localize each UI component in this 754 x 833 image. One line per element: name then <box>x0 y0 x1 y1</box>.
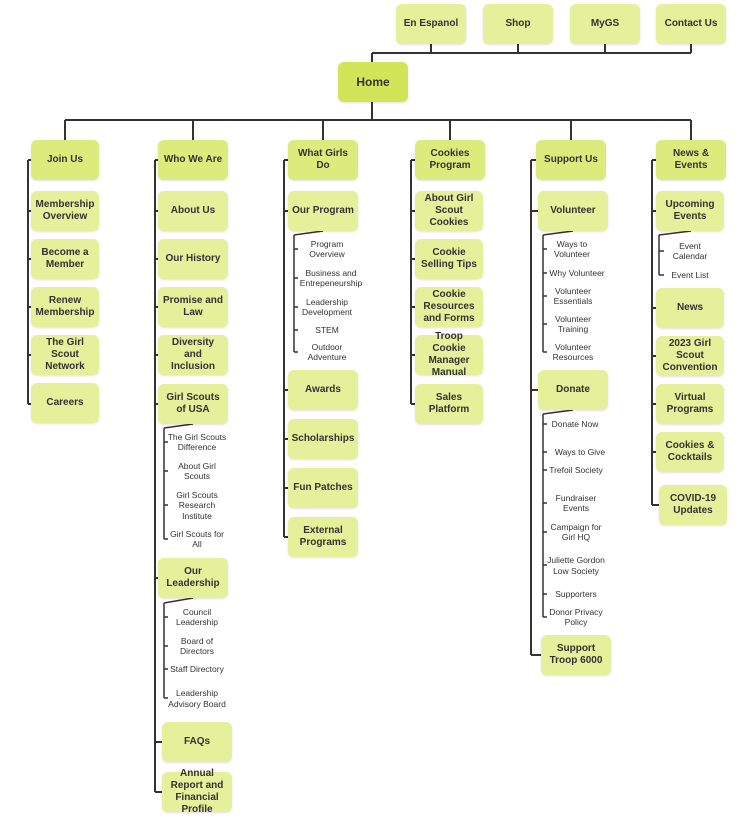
diversity-inclusion-node[interactable]: Diversity and Inclusion <box>158 335 228 375</box>
about-girl-scout-cookies-node[interactable]: About Girl Scout Cookies <box>415 191 483 231</box>
cookies-program-node[interactable]: Cookies Program <box>415 140 485 180</box>
supporters-item[interactable]: Supporters <box>555 588 597 599</box>
leadership-advisory-board-item[interactable]: Leadership Advisory Board <box>168 688 226 709</box>
board-of-directors-item[interactable]: Board of Directors <box>179 635 214 657</box>
why-volunteer-item[interactable]: Why Volunteer <box>549 267 605 278</box>
our-history-node[interactable]: Our History <box>158 239 228 279</box>
faqs-node[interactable]: FAQs <box>162 722 232 762</box>
donate-node[interactable]: Donate <box>538 370 608 410</box>
cookie-resources-node[interactable]: Cookie Resources and Forms <box>415 287 483 327</box>
careers-node[interactable]: Careers <box>31 383 99 423</box>
leadership-development-item[interactable]: Leadership Development <box>301 296 353 318</box>
donor-privacy-policy-item[interactable]: Donor Privacy Policy <box>549 606 603 628</box>
external-programs-node[interactable]: External Programs <box>288 517 358 557</box>
business-entrepeneurship-item[interactable]: Business and Entrepeneurship <box>299 267 363 289</box>
our-program-node[interactable]: Our Program <box>288 191 358 231</box>
about-us-node[interactable]: About Us <box>158 191 228 231</box>
renew-membership-node[interactable]: Renew Membership <box>31 287 99 327</box>
event-list-item[interactable]: Event List <box>671 269 709 280</box>
who-we-are-node[interactable]: Who We Are <box>158 140 228 180</box>
virtual-programs-node[interactable]: Virtual Programs <box>656 384 724 424</box>
support-us-node[interactable]: Support Us <box>536 140 606 180</box>
about-girl-scouts-item[interactable]: About Girl Scouts <box>178 460 216 482</box>
promise-and-law-node[interactable]: Promise and Law <box>158 287 228 327</box>
girl-scouts-for-all-item[interactable]: Girl Scouts for All <box>170 528 224 550</box>
girl-scout-network-node[interactable]: The Girl Scout Network <box>31 335 99 375</box>
girl-scouts-difference-item[interactable]: The Girl Scouts Difference <box>167 431 227 453</box>
girl-scouts-usa-node[interactable]: Girl Scouts of USA <box>158 384 228 424</box>
what-girls-do-node[interactable]: What Girls Do <box>288 140 358 180</box>
join-us-node[interactable]: Join Us <box>31 140 99 180</box>
girl-scouts-research-item[interactable]: Girl Scouts Research Institute <box>176 489 218 521</box>
support-troop-6000-node[interactable]: Support Troop 6000 <box>541 635 611 675</box>
our-leadership-node[interactable]: Our Leadership <box>158 558 228 598</box>
news-events-node[interactable]: News & Events <box>656 140 726 180</box>
covid-updates-node[interactable]: COVID-19 Updates <box>659 485 727 525</box>
connector-line-64 <box>163 597 194 604</box>
nav-mygs[interactable]: MyGS <box>570 4 640 44</box>
membership-overview-node[interactable]: Membership Overview <box>31 191 99 231</box>
troop-cookie-manager-node[interactable]: Troop Cookie Manager Manual <box>415 331 483 378</box>
juliette-gordon-low-item[interactable]: Juliette Gordon Low Society <box>547 555 605 576</box>
program-overview-item[interactable]: Program Overview <box>309 238 345 260</box>
fundraiser-events-item[interactable]: Fundraiser Events <box>555 492 597 514</box>
staff-directory-item[interactable]: Staff Directory <box>170 663 224 674</box>
ways-to-volunteer-item[interactable]: Ways to Volunteer <box>554 238 590 260</box>
become-a-member-node[interactable]: Become a Member <box>31 239 99 279</box>
annual-report-node[interactable]: Annual Report and Financial Profile <box>162 768 232 815</box>
donate-now-item[interactable]: Donate Now <box>551 418 599 429</box>
awards-node[interactable]: Awards <box>288 370 358 410</box>
event-calendar-item[interactable]: Event Calendar <box>672 240 708 262</box>
cookie-selling-tips-node[interactable]: Cookie Selling Tips <box>415 239 483 279</box>
nav-shop[interactable]: Shop <box>483 4 553 44</box>
girl-scout-convention-node[interactable]: 2023 Girl Scout Convention <box>656 336 724 376</box>
upcoming-events-node[interactable]: Upcoming Events <box>656 191 724 231</box>
sales-platform-node[interactable]: Sales Platform <box>415 384 483 424</box>
volunteer-node[interactable]: Volunteer <box>538 191 608 231</box>
connector-line-58 <box>163 423 194 429</box>
connector-line-84 <box>542 409 574 415</box>
news-node[interactable]: News <box>656 288 724 328</box>
stem-item[interactable]: STEM <box>315 324 339 335</box>
trefoil-society-item[interactable]: Trefoil Society <box>549 464 603 475</box>
council-leadership-item[interactable]: Council Leadership <box>175 606 219 628</box>
home-node[interactable]: Home <box>338 62 408 102</box>
nav-contact-us[interactable]: Contact Us <box>656 4 726 44</box>
outdoor-adventure-item[interactable]: Outdoor Adventure <box>307 341 347 363</box>
connector-line-94 <box>658 230 692 236</box>
ways-to-give-item[interactable]: Ways to Give <box>554 446 606 457</box>
volunteer-training-item[interactable]: Volunteer Training <box>555 313 591 335</box>
nav-en-espanol[interactable]: En Espanol <box>396 4 466 44</box>
fun-patches-node[interactable]: Fun Patches <box>288 468 358 508</box>
connector-line-77 <box>542 230 574 236</box>
volunteer-essentials-item[interactable]: Volunteer Essentials <box>553 285 593 307</box>
cookies-cocktails-node[interactable]: Cookies & Cocktails <box>656 432 724 472</box>
scholarships-node[interactable]: Scholarships <box>288 419 358 459</box>
campaign-girl-hq-item[interactable]: Campaign for Girl HQ <box>550 521 602 543</box>
volunteer-resources-item[interactable]: Volunteer Resources <box>552 341 594 363</box>
connector-line-70 <box>293 230 324 236</box>
